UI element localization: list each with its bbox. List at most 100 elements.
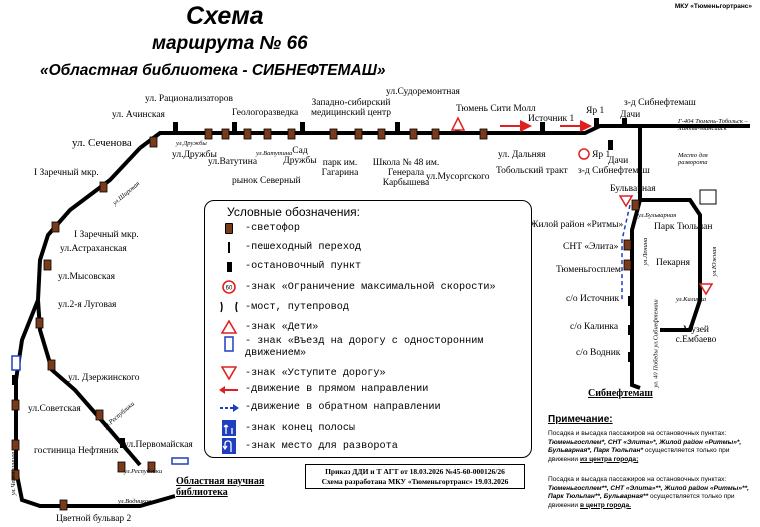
stop-label: Западно-сибирский медицинский центр <box>310 98 392 118</box>
organization: МКУ «Тюменьгортранс» <box>674 3 752 10</box>
legend-item: -движение в обратном направлении <box>219 402 441 413</box>
legend-item: - знак «Въезд на дорогу с односторонним … <box>219 336 485 360</box>
stop-label: с/о Калинка <box>570 322 619 332</box>
one-way-entry-icon <box>224 336 234 352</box>
children-sign <box>450 116 466 131</box>
stop-label: ул. Ачинская <box>112 110 165 120</box>
one-way-sign <box>11 355 21 371</box>
crosswalk-icon <box>228 242 230 253</box>
lane-end-icon <box>222 420 236 436</box>
stop-label: Геологоразведка <box>232 108 299 118</box>
svg-text:60: 60 <box>226 286 233 292</box>
stop-label: Сад Дружбы <box>283 146 317 166</box>
stop-label: ул.Советская <box>28 404 81 414</box>
yield-icon <box>221 366 237 380</box>
stop-label: СНТ «Элита» <box>563 242 619 252</box>
street-label: ул.Ленина <box>642 237 650 266</box>
stop-label: ул. Рационализаторов <box>145 94 233 104</box>
stop-label: ул.Дружбы <box>172 150 217 160</box>
stop-icon <box>226 261 232 272</box>
legend-item: 60-знак «Ограничение максимальной скорос… <box>219 280 496 294</box>
stop-label: с/о Водник <box>576 348 621 358</box>
legend-item: -мост, путепровод <box>219 300 349 314</box>
stop-label: ул.Астраханская <box>60 244 127 254</box>
stop-label: з-д Сибнефтемаш <box>578 166 650 176</box>
return-line <box>621 204 631 300</box>
stop-label: Дачи <box>620 110 641 120</box>
children-icon <box>221 320 237 334</box>
stop-label: Тобольский тракт <box>496 166 568 176</box>
legend-item: -знак «Дети» <box>219 320 318 334</box>
stop-label: гостиница Нефтяник <box>34 446 119 456</box>
stop-label: ул.Первомайская <box>124 440 193 450</box>
page-title: Схема <box>186 2 264 30</box>
turn-place-label: Место для разворота <box>678 152 708 166</box>
note-paragraph: Посадка и высадка пассажиров на останово… <box>548 430 742 463</box>
stop-label: ул.Мысовская <box>58 272 115 282</box>
u-turn-icon <box>222 438 236 454</box>
one-way-sign <box>171 457 189 465</box>
stop-label: Цветной бульвар 2 <box>56 514 132 524</box>
legend: Условные обозначения: -светофор -пешеход… <box>204 200 532 458</box>
route-name: «Областная библиотека - СИБНЕФТЕМАШ» <box>40 62 386 79</box>
street-label: ул.Челюскинцев <box>10 451 18 496</box>
order-line: Приказ ДДИ и Т АГТ от 18.03.2026 №45-60-… <box>325 467 505 476</box>
turn-place <box>699 189 717 205</box>
legend-item: -пешеходный переход <box>219 242 361 253</box>
stop-label: ул. Сеченова <box>72 137 132 149</box>
street-label: ул. 40 Победы ул.Сибнефтемаш <box>652 299 660 388</box>
legend-item: -светофор <box>219 223 300 234</box>
stop-label: Дачи <box>608 156 629 166</box>
stop-label: ул. Дальняя <box>498 150 546 160</box>
legend-item: -остановочный пункт <box>219 261 361 272</box>
legend-item: -знак конец полосы <box>219 420 355 436</box>
legend-item: -знак «Уступите дорогу» <box>219 366 386 380</box>
legend-item: -знак место для разворота <box>219 438 398 454</box>
stop-label: Школа № 48 им. Генерала Карбышева <box>372 158 440 188</box>
stop-label: Источник 1 <box>528 114 575 124</box>
stop-label: Яр 1 <box>586 106 605 116</box>
legend-item: -движение в прямом направлении <box>219 384 428 395</box>
street-label: ул.Дружбы <box>176 140 207 147</box>
bridge-icon <box>220 301 238 313</box>
order-line: Схема разработана МКУ «Тюменьгортранс» 1… <box>321 476 509 486</box>
stop-label: рынок Северный <box>232 176 301 186</box>
street-label: ул.Республики <box>124 468 163 475</box>
street-label: ул.Ватутина <box>256 150 293 157</box>
traffic-lights <box>11 128 640 511</box>
stop-label: Тюменьгосплем <box>556 265 621 275</box>
terminal-label: Сибнефтемаш <box>588 388 653 399</box>
street-label: ул.Калинка <box>676 296 707 303</box>
stop-label: ул.Мусоргского <box>426 172 490 182</box>
stop-label: Бульварная <box>610 184 656 194</box>
stop-label: Яр 1 <box>592 150 611 160</box>
terminal-label: Областная научная библиотека <box>176 476 265 498</box>
stop-label: Жилой район «Ритмы» <box>530 220 624 230</box>
stop-label: ул.Судоремонтная <box>386 87 460 97</box>
highway-label: Г-404 Тюмень-Тобольск – Ханты-Мансийск <box>678 118 748 132</box>
legend-title: Условные обозначения: <box>227 205 360 219</box>
stop-label: ул. Дзержинского <box>68 373 140 383</box>
stop-label: Музей с.Ембаево <box>675 325 717 345</box>
stop-label: Тюмень Сити Молл <box>456 104 536 114</box>
stop-label: з-д Сибнефтемаш <box>624 98 696 108</box>
stop-label: с/о Источник <box>566 294 620 304</box>
speed-limit-icon: 60 <box>222 280 236 294</box>
street-label: ул.Водников <box>118 498 151 505</box>
street-label: ул.Южная <box>711 246 719 277</box>
stop-label: Пекарня <box>656 258 690 268</box>
arrow-forward-icon <box>219 385 238 394</box>
street-label: ул.Бульварная <box>638 212 677 219</box>
note-paragraph: Посадка и высадка пассажиров на останово… <box>548 476 749 509</box>
stop-label: ул.2-я Луговая <box>58 300 117 310</box>
stop-label: Парк Тюльпан <box>654 222 713 232</box>
order-box: Приказ ДДИ и Т АГТ от 18.03.2026 №45-60-… <box>305 464 525 489</box>
yield-sign <box>618 195 634 208</box>
stop-label: I Заречный мкр. <box>34 168 99 178</box>
yield-sign <box>698 283 714 296</box>
route-number: маршрута № 66 <box>152 33 308 54</box>
traffic-light-icon <box>225 223 233 234</box>
stop-label: парк им. Гагарина <box>321 158 359 178</box>
arrow-back-icon <box>220 403 239 412</box>
